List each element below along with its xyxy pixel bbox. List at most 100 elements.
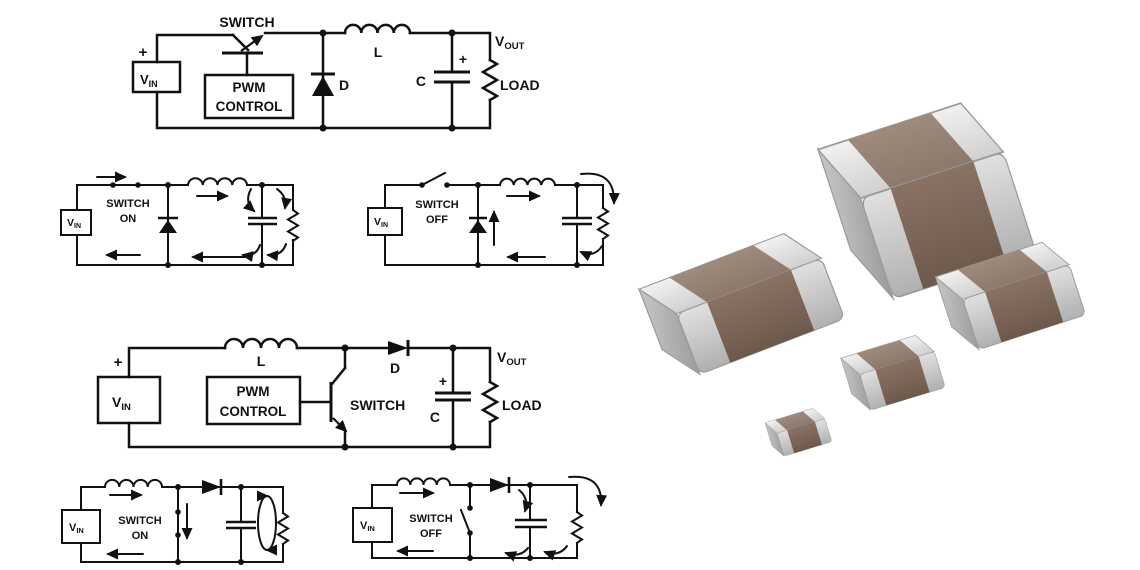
pwm-label-2: CONTROL	[220, 404, 287, 419]
pwm-box	[205, 375, 302, 426]
capacitor-plates	[226, 520, 256, 530]
vout-label: VOUT	[495, 33, 525, 52]
capacitor-label: C	[430, 409, 440, 425]
transistor-collector	[330, 366, 347, 386]
transistor-emitter-arrow	[332, 417, 348, 433]
vin-box	[60, 209, 92, 236]
vin-label: VIN	[374, 216, 388, 229]
vin-label: VIN	[69, 522, 84, 535]
pwm-label-1: PWM	[233, 80, 266, 95]
transistor-emitter-arrow	[240, 34, 264, 52]
state-label-2: OFF	[426, 214, 448, 226]
inductor-coil	[343, 23, 412, 35]
vin-source: VIN	[352, 507, 393, 543]
switch-label: SWITCH	[350, 397, 405, 413]
vin-box	[352, 507, 393, 543]
switch-label: SWITCH	[219, 14, 274, 30]
buck-switch-on-diagram: VIN SWITCH ON	[60, 171, 300, 268]
capacitor-plates	[515, 518, 547, 529]
current-flow-arrows	[488, 172, 620, 263]
current-flow-arrows	[96, 171, 293, 263]
mlcc-capacitors-photo	[638, 94, 1087, 459]
junction-dots	[165, 182, 265, 268]
buck-converter-schematic: + VIN SWITCH PWM CONTROL D L + C LOAD VO…	[131, 14, 540, 132]
vin-label: VIN	[112, 394, 131, 413]
load-label: LOAD	[500, 77, 540, 93]
vin-plus-sign: +	[114, 354, 123, 371]
capacitor-plates	[248, 216, 277, 226]
switch-arm	[459, 508, 472, 535]
resistor-zigzag	[480, 58, 500, 102]
diode	[158, 216, 178, 233]
state-label-1: SWITCH	[118, 515, 161, 527]
closed-switch: SWITCH ON	[118, 509, 181, 542]
diode-triangle	[388, 341, 408, 355]
vin-label: VIN	[360, 520, 375, 533]
vin-source: VIN	[61, 509, 101, 544]
pwm-control-box: PWM CONTROL	[205, 375, 302, 426]
pwm-box	[203, 73, 295, 120]
inductor-coil	[498, 177, 557, 187]
vin-box	[367, 207, 403, 236]
mlcc-capacitor-small	[840, 331, 946, 415]
vin-source: + VIN	[96, 354, 162, 425]
diode-triangle	[159, 220, 177, 233]
capacitor-plus-sign: +	[439, 373, 447, 389]
state-label-2: OFF	[420, 528, 442, 540]
switch-transistor: SWITCH	[219, 14, 275, 77]
load-resistor	[570, 510, 584, 545]
inductor-label: L	[374, 44, 383, 60]
load-resistor: LOAD	[480, 380, 542, 424]
output-capacitor: + C	[416, 31, 470, 130]
closed-switch: SWITCH ON	[106, 182, 150, 225]
load-resistor	[286, 208, 300, 243]
state-label-1: SWITCH	[106, 198, 149, 210]
vin-box	[96, 375, 162, 425]
load-label: LOAD	[502, 397, 542, 413]
vout-label: VOUT	[497, 349, 527, 368]
capacitor-plus-sign: +	[459, 51, 467, 67]
switch-transistor: SWITCH	[329, 366, 405, 433]
diode-triangle	[202, 480, 221, 494]
state-label-1: SWITCH	[409, 513, 452, 525]
state-label-1: SWITCH	[415, 199, 458, 211]
load-resistor	[276, 511, 290, 546]
capacitor-plates	[562, 216, 592, 226]
vin-box	[61, 509, 101, 544]
diode-triangle	[469, 220, 487, 233]
open-switch: SWITCH OFF	[409, 505, 473, 540]
diode	[490, 477, 511, 493]
inductor-label: L	[257, 353, 266, 369]
current-flow-arrows	[106, 489, 278, 560]
current-flow-arrows	[396, 475, 608, 562]
junction-dots	[467, 482, 533, 561]
circuit-wiring	[80, 486, 284, 563]
inductor: L	[223, 337, 299, 369]
inductor: L	[343, 23, 412, 60]
resistor-zigzag	[480, 380, 500, 424]
pwm-control-box: PWM CONTROL	[203, 73, 295, 120]
boost-switch-off-diagram: VIN SWITCH OFF	[352, 475, 608, 562]
vin-label: VIN	[140, 72, 158, 89]
capacitor-label: C	[416, 73, 426, 89]
diode	[469, 216, 487, 233]
capacitor-plates	[434, 70, 470, 84]
junction-dots	[341, 344, 457, 451]
mlcc-capacitor-tiny	[764, 405, 833, 459]
junction-dots	[175, 484, 244, 565]
inductor-coil	[186, 177, 249, 187]
mlcc-capacitor-medium-left	[638, 223, 846, 385]
state-label-2: ON	[120, 213, 137, 225]
state-label-2: ON	[132, 530, 149, 542]
diode-triangle	[312, 76, 334, 96]
vin-box	[131, 60, 182, 94]
switch-arm	[420, 171, 447, 187]
output-capacitor: + C	[430, 346, 471, 449]
load-resistor: LOAD	[480, 58, 540, 102]
diode	[202, 479, 223, 495]
circuit-wiring	[371, 484, 578, 559]
diode: D	[388, 340, 410, 376]
diode-label: D	[339, 77, 349, 93]
capacitor-plates	[435, 391, 471, 402]
